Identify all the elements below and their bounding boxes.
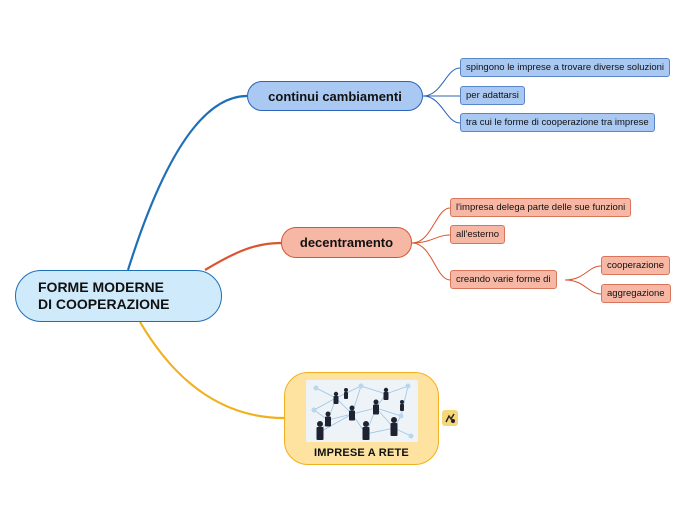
leaf-tra-cui[interactable]: tra cui le forme di cooperazione tra imp… (460, 113, 655, 132)
branch-continui-cambiamenti[interactable]: continui cambiamenti (247, 81, 423, 111)
leaf-aggregazione[interactable]: aggregazione (601, 284, 671, 303)
link-icon-glyph (445, 413, 455, 423)
root-label: FORME MODERNE DI COOPERAZIONE (38, 279, 170, 312)
leaf-label: tra cui le forme di cooperazione tra imp… (466, 117, 649, 128)
leaf-label: cooperazione (607, 260, 665, 271)
connector-continui-leaf3 (422, 95, 461, 124)
connector-creando-aggregazione (564, 279, 602, 295)
branch-decentramento[interactable]: decentramento (281, 227, 412, 258)
branch-imprese-a-rete[interactable]: IMPRESE A RETE (284, 372, 439, 465)
leaf-per-adattarsi[interactable]: per adattarsi (460, 86, 525, 105)
connector-continui-leaf1 (422, 67, 461, 97)
leaf-label: spingono le imprese a trovare diverse so… (466, 62, 665, 73)
leaf-spingono[interactable]: spingono le imprese a trovare diverse so… (460, 58, 671, 77)
leaf-cooperazione[interactable]: cooperazione (601, 256, 671, 275)
connector-creando-cooperazione (564, 265, 602, 281)
connector-decentramento-leaf1 (411, 207, 451, 244)
leaf-label: all'esterno (456, 229, 500, 240)
branch-label: decentramento (299, 235, 394, 250)
branch-label: continui cambiamenti (268, 88, 402, 104)
leaf-label: per adattarsi (466, 90, 519, 101)
connector-decentramento-leaf2 (411, 234, 451, 244)
connector-root-imprese (139, 321, 285, 420)
root-node[interactable]: FORME MODERNE DI COOPERAZIONE (15, 270, 222, 322)
branch-label: IMPRESE A RETE (314, 447, 409, 459)
leaf-creando-varie[interactable]: creando varie forme di (450, 270, 557, 289)
leaf-label: creando varie forme di (456, 274, 551, 285)
leaf-impresa-delega[interactable]: l'impresa delega parte delle sue funzion… (450, 198, 632, 217)
link-icon[interactable] (442, 410, 458, 426)
leaf-allesterno[interactable]: all'esterno (450, 225, 506, 244)
connector-root-decentramento (204, 241, 282, 271)
leaf-label: aggregazione (607, 288, 665, 299)
connector-root-continui (126, 94, 248, 271)
connector-decentramento-leaf3 (411, 242, 451, 281)
network-people-image (305, 380, 418, 442)
leaf-label: l'impresa delega parte delle sue funzion… (456, 202, 626, 213)
